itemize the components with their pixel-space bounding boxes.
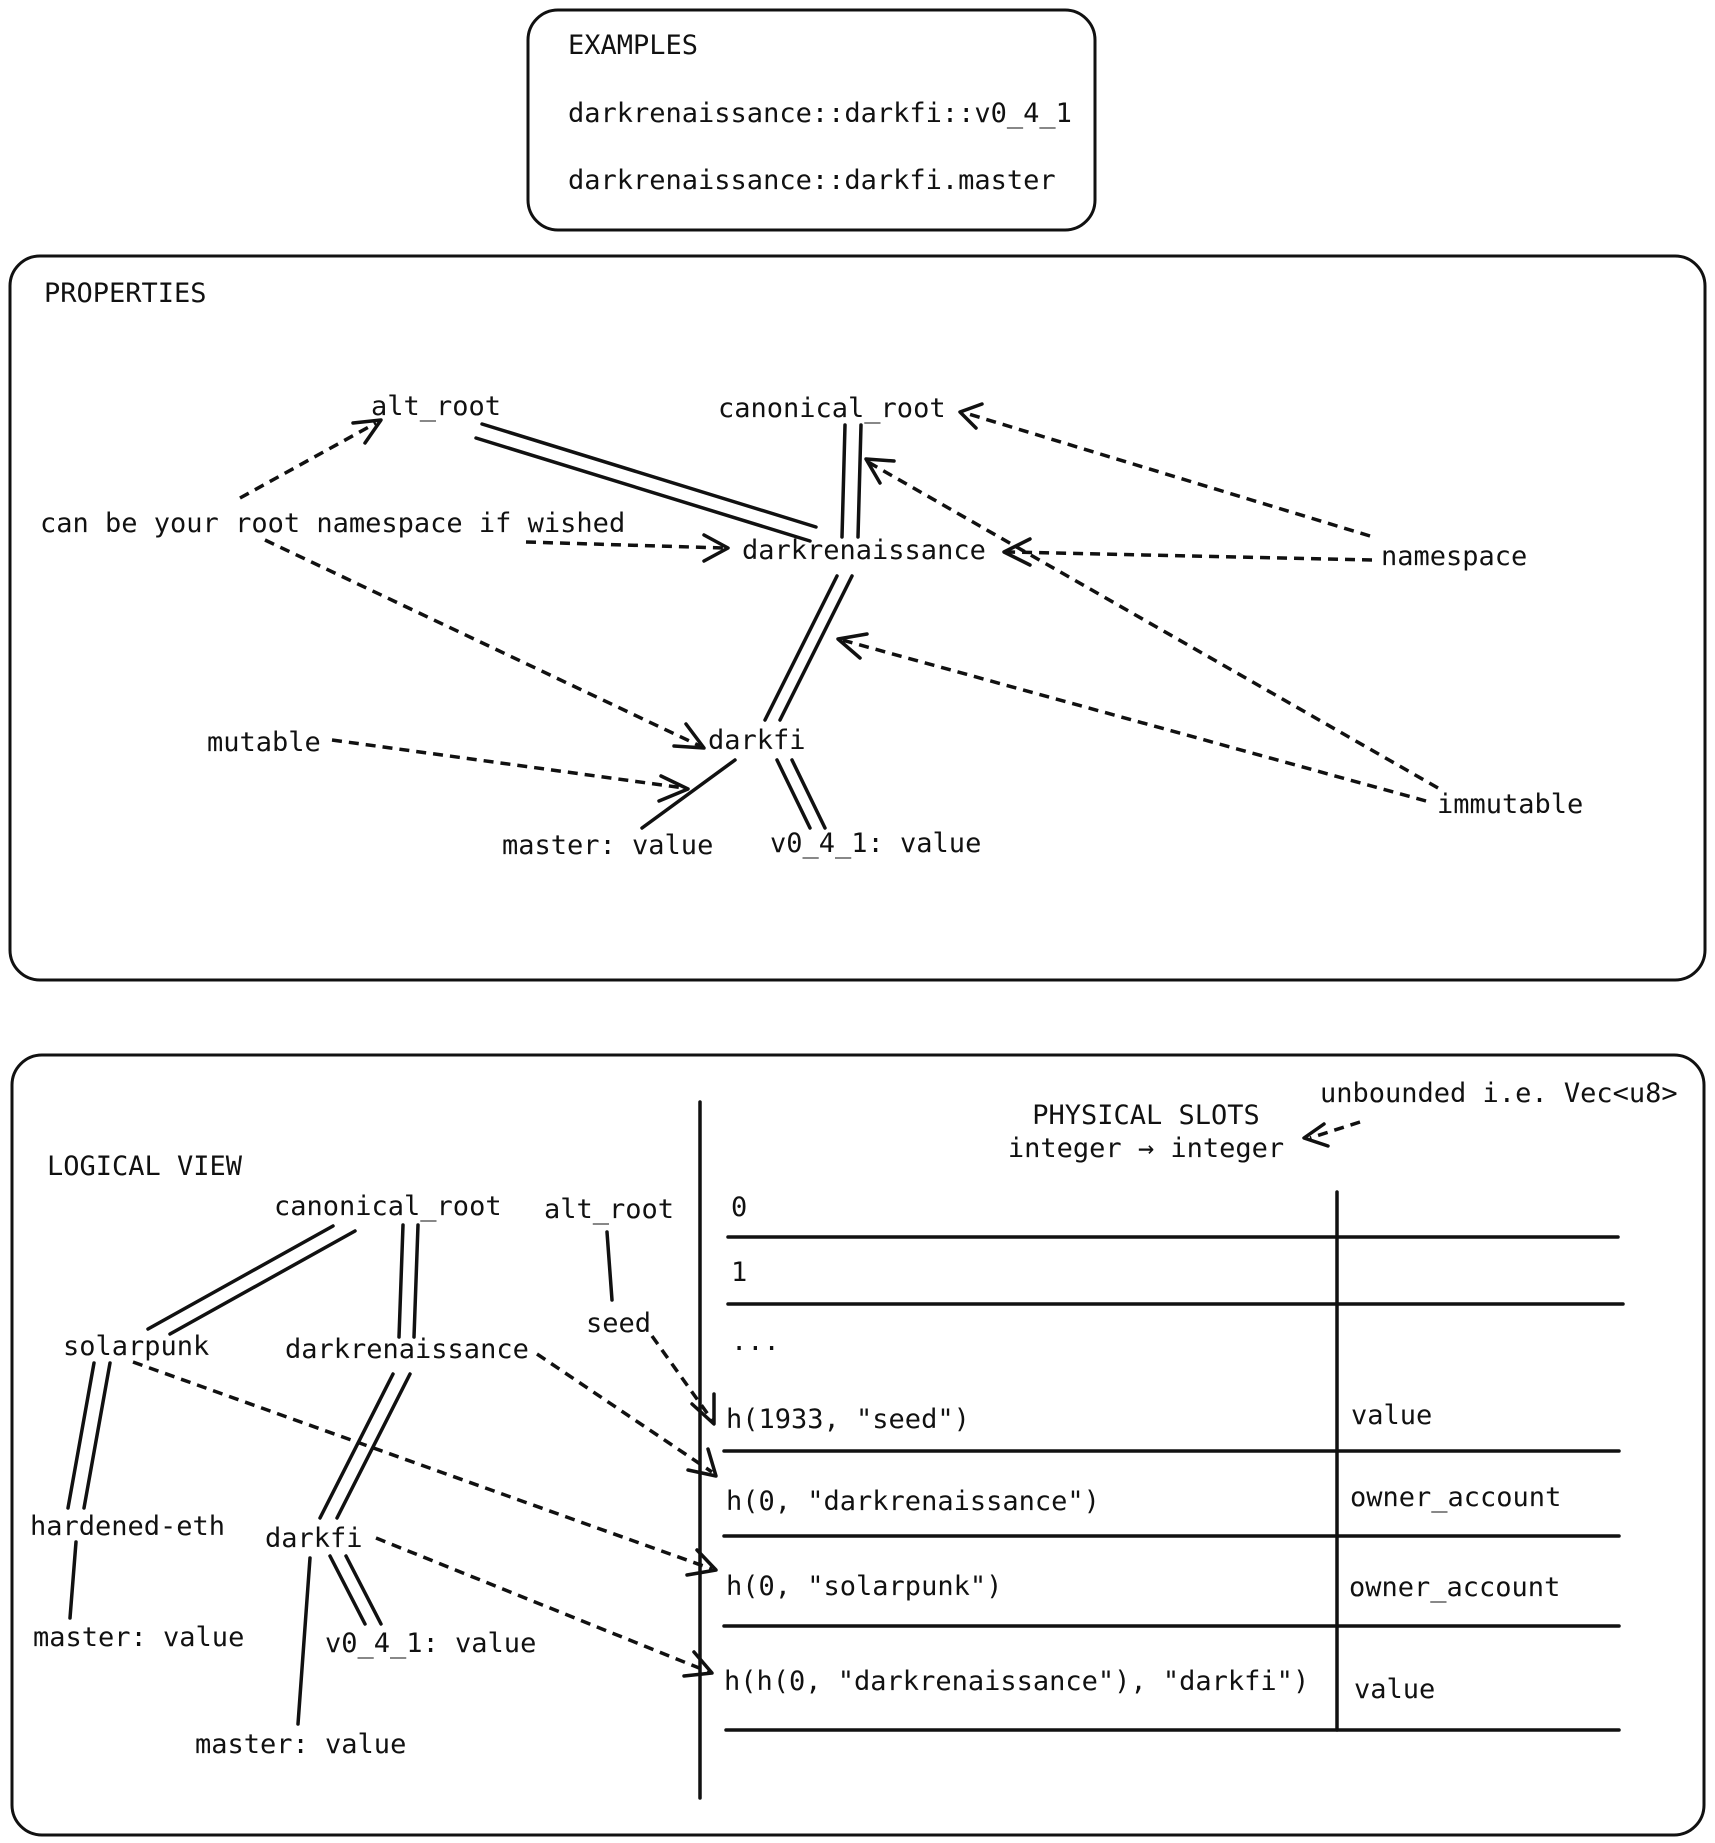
prop-edge-darkfi-master bbox=[640, 758, 737, 830]
prop-arrow-to-darkrenaissance-from-root-ns bbox=[525, 533, 730, 563]
logic-node-darkrenaissance: darkrenaissance bbox=[285, 1334, 529, 1365]
prop-arrow-immutable-to-canonical-edge bbox=[864, 457, 1439, 790]
prop-node-alt-root: alt_root bbox=[371, 391, 501, 422]
prop-edge-darkfi-v0-4-1 bbox=[775, 758, 827, 830]
slot-value-darkfi: value bbox=[1354, 1674, 1435, 1705]
prop-node-v0-4-1: v0_4_1: value bbox=[770, 828, 981, 859]
logic-node-seed: seed bbox=[586, 1308, 651, 1339]
logic-node-master-darkfi: master: value bbox=[195, 1729, 406, 1760]
logic-node-canonical-root: canonical_root bbox=[274, 1191, 502, 1222]
logic-edge-canonical-solarpunk bbox=[146, 1224, 357, 1336]
physical-slots-note: unbounded i.e. Vec<u8> bbox=[1320, 1078, 1678, 1109]
logic-edge-darkrenaissance-darkfi bbox=[318, 1372, 412, 1520]
logic-edge-canonical-darkrenaissance bbox=[397, 1223, 420, 1339]
logic-node-darkfi: darkfi bbox=[265, 1523, 363, 1554]
slot-key-seed: h(1933, "seed") bbox=[726, 1404, 970, 1435]
slot-key-0: 0 bbox=[731, 1192, 747, 1223]
prop-node-darkrenaissance: darkrenaissance bbox=[742, 535, 986, 566]
prop-node-darkfi: darkfi bbox=[708, 725, 806, 756]
logic-node-v0-4-1: v0_4_1: value bbox=[325, 1628, 536, 1659]
logic-edge-hardened-eth-master bbox=[68, 1540, 78, 1620]
slot-value-seed: value bbox=[1351, 1400, 1432, 1431]
prop-edge-darkrenaissance-darkfi bbox=[763, 574, 854, 722]
prop-annotation-root-namespace: can be your root namespace if wished bbox=[40, 508, 625, 539]
prop-arrow-namespace-to-darkrenaissance bbox=[1002, 537, 1373, 567]
logic-edge-alt-root-seed bbox=[605, 1230, 614, 1302]
logic-edge-darkfi-master bbox=[296, 1556, 312, 1726]
prop-arrow-immutable-to-darkfi-edge bbox=[836, 632, 1427, 803]
example-line-2: darkrenaissance::darkfi.master bbox=[568, 165, 1056, 196]
storage-panel: LOGICAL VIEW canonical_root alt_root see… bbox=[10, 1053, 1706, 1837]
prop-arrow-to-darkfi-from-root-ns bbox=[264, 538, 706, 750]
prop-node-master: master: value bbox=[502, 830, 713, 861]
physical-slots-subtitle: integer → integer bbox=[1008, 1133, 1284, 1164]
slots-row-lines bbox=[722, 1235, 1625, 1732]
map-arrow-darkfi bbox=[375, 1536, 714, 1678]
prop-node-canonical-root: canonical_root bbox=[718, 393, 946, 424]
prop-edge-canonical-root-darkrenaissance bbox=[840, 423, 863, 539]
slot-value-solarpunk: owner_account bbox=[1349, 1572, 1560, 1603]
examples-frame bbox=[526, 8, 1097, 232]
prop-arrow-mutable-to-master-edge bbox=[331, 738, 690, 803]
map-arrow-seed bbox=[650, 1334, 716, 1426]
example-line-1: darkrenaissance::darkfi::v0_4_1 bbox=[568, 98, 1072, 129]
physical-slots-title: PHYSICAL SLOTS bbox=[1032, 1100, 1260, 1131]
examples-title: EXAMPLES bbox=[568, 30, 698, 61]
prop-edge-alt-root-darkrenaissance bbox=[474, 422, 818, 543]
prop-arrow-namespace-to-canonical-root bbox=[958, 402, 1371, 538]
slot-key-darkrenaissance: h(0, "darkrenaissance") bbox=[726, 1486, 1100, 1517]
prop-annotation-namespace: namespace bbox=[1381, 541, 1527, 572]
logic-node-master-hardened-eth: master: value bbox=[33, 1622, 244, 1653]
logic-edge-solarpunk-hardened-eth bbox=[66, 1361, 112, 1510]
properties-title: PROPERTIES bbox=[44, 278, 207, 309]
properties-frame bbox=[8, 254, 1707, 982]
logic-edge-darkfi-v0-4-1 bbox=[328, 1554, 383, 1626]
slot-value-darkrenaissance: owner_account bbox=[1350, 1482, 1561, 1513]
properties-panel: PROPERTIES alt_root canonical_root darkr… bbox=[8, 254, 1707, 982]
prop-arrow-to-alt-root bbox=[239, 418, 383, 500]
slot-key-1: 1 bbox=[731, 1257, 747, 1288]
slot-key-ellipsis: ... bbox=[731, 1326, 780, 1357]
examples-panel: EXAMPLES darkrenaissance::darkfi::v0_4_1… bbox=[526, 8, 1097, 232]
storage-frame bbox=[10, 1053, 1706, 1837]
slot-key-solarpunk: h(0, "solarpunk") bbox=[726, 1571, 1002, 1602]
prop-annotation-immutable: immutable bbox=[1437, 789, 1583, 820]
map-arrow-solarpunk bbox=[132, 1360, 718, 1577]
note-arrow bbox=[1302, 1120, 1361, 1148]
logic-node-hardened-eth: hardened-eth bbox=[30, 1511, 225, 1542]
logic-node-alt-root: alt_root bbox=[544, 1194, 674, 1225]
prop-annotation-mutable: mutable bbox=[207, 727, 321, 758]
logic-node-solarpunk: solarpunk bbox=[63, 1331, 209, 1362]
logical-view-title: LOGICAL VIEW bbox=[47, 1151, 243, 1182]
slot-key-darkfi: h(h(0, "darkrenaissance"), "darkfi") bbox=[724, 1666, 1309, 1697]
map-arrow-darkrenaissance bbox=[536, 1352, 718, 1478]
